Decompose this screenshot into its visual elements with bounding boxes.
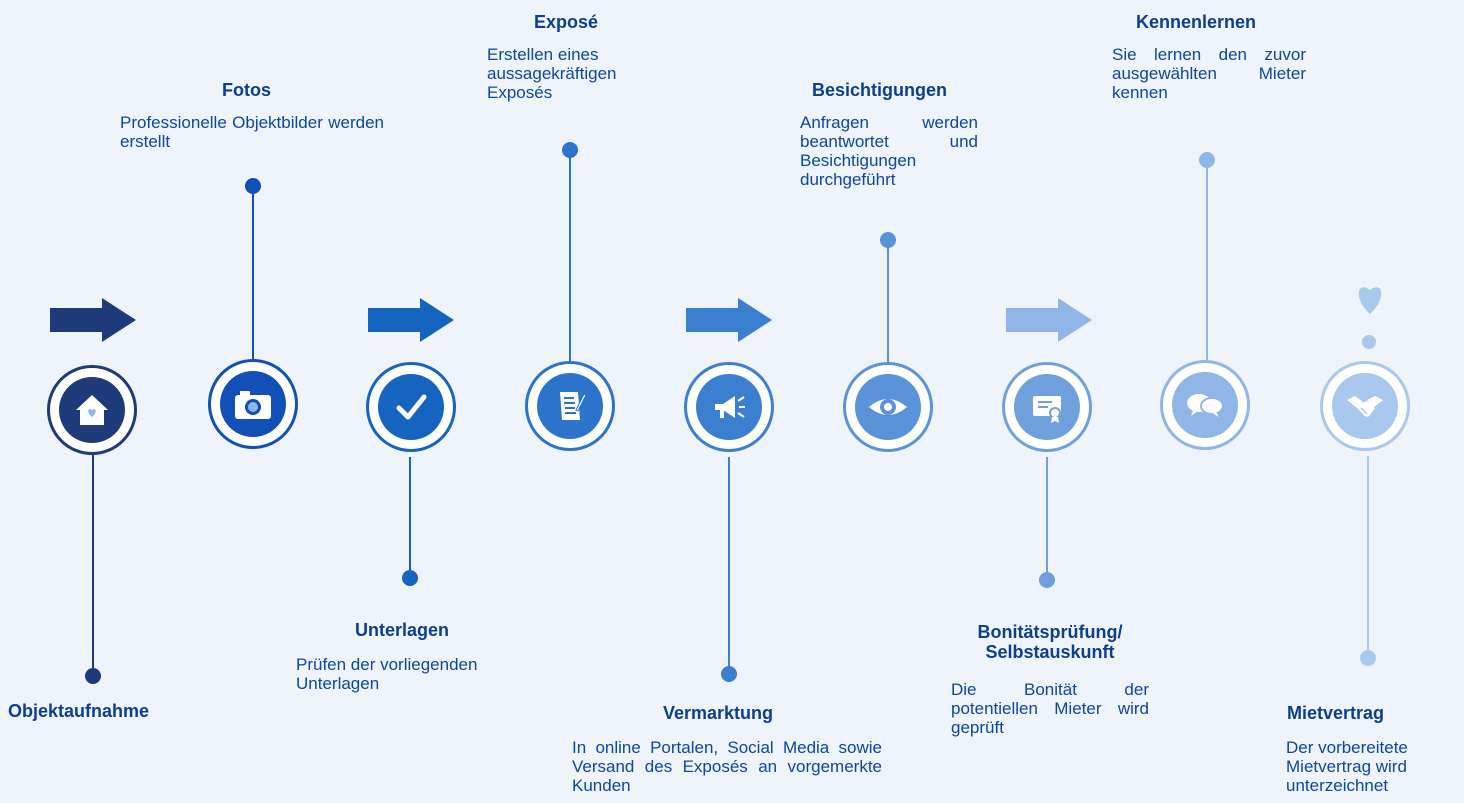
document-pen-icon xyxy=(537,373,603,439)
connector-dot xyxy=(562,142,578,158)
title-vermarktung: Vermarktung xyxy=(663,703,774,723)
step-unterlagen-circle xyxy=(366,362,456,452)
title-mietvertrag: Mietvertrag xyxy=(1287,703,1385,723)
arrow-3-icon xyxy=(686,298,772,342)
title-fotos: Fotos xyxy=(222,80,271,100)
step-bonitaet-circle xyxy=(1002,362,1092,452)
desc-bonitaet: Die Bonität der potentiellen Mieter wird… xyxy=(951,680,1149,737)
desc-fotos: Professionelle Objektbilder werden erste… xyxy=(120,113,384,151)
arrow-4-icon xyxy=(1006,298,1092,342)
desc-kennenlernen: Sie lernen den zuvor ausgewählten Mieter… xyxy=(1112,45,1306,102)
connector-dot xyxy=(880,232,896,248)
house-heart-icon xyxy=(59,377,125,443)
connector-dot xyxy=(245,178,261,194)
arrow-1-icon xyxy=(50,298,136,342)
desc-expose: Erstellen eines aussagekräftigen Exposés xyxy=(487,45,617,102)
checkmark-icon xyxy=(378,374,444,440)
connector-dot xyxy=(85,668,101,684)
connector-dot xyxy=(1360,650,1376,666)
title-expose: Exposé xyxy=(534,12,599,32)
title-bonitaet: Bonitätsprüfung/ Selbstauskunft xyxy=(977,622,1123,662)
desc-vermarktung: In online Portalen, Social Media sowie V… xyxy=(572,738,882,795)
connector-dot xyxy=(721,666,737,682)
title-kennenlernen: Kennenlernen xyxy=(1136,12,1257,32)
step-kennenlernen-circle xyxy=(1160,360,1250,450)
title-objektaufnahme: Objektaufnahme xyxy=(8,701,150,721)
step-expose-circle xyxy=(525,361,615,451)
desc-unterlagen: Prüfen der vorliegenden Unterlagen xyxy=(296,655,478,693)
step-objektaufnahme-circle xyxy=(47,365,137,455)
step-fotos-circle xyxy=(208,359,298,449)
arrow-2-icon xyxy=(368,298,454,342)
connector-dot xyxy=(1199,152,1215,168)
connector-dot xyxy=(402,570,418,586)
title-unterlagen: Unterlagen xyxy=(355,620,450,640)
step-besichtigungen-circle xyxy=(843,362,933,452)
megaphone-icon xyxy=(696,374,762,440)
camera-icon xyxy=(220,371,286,437)
desc-mietvertrag: Der vorbereitete Mietvertrag wird unterz… xyxy=(1286,738,1408,795)
certificate-icon xyxy=(1014,374,1080,440)
heart-dot xyxy=(1362,335,1376,349)
step-vermarktung-circle xyxy=(684,362,774,452)
heart-icon xyxy=(1358,287,1382,314)
speech-bubbles-icon xyxy=(1172,372,1238,438)
handshake-icon xyxy=(1332,373,1398,439)
step-mietvertrag-circle xyxy=(1320,361,1410,451)
title-besichtigungen: Besichtigungen xyxy=(812,80,948,100)
desc-besichtigungen: Anfragen werden beantwortet und Besichti… xyxy=(800,113,978,189)
connector-dot xyxy=(1039,572,1055,588)
eye-icon xyxy=(855,374,921,440)
